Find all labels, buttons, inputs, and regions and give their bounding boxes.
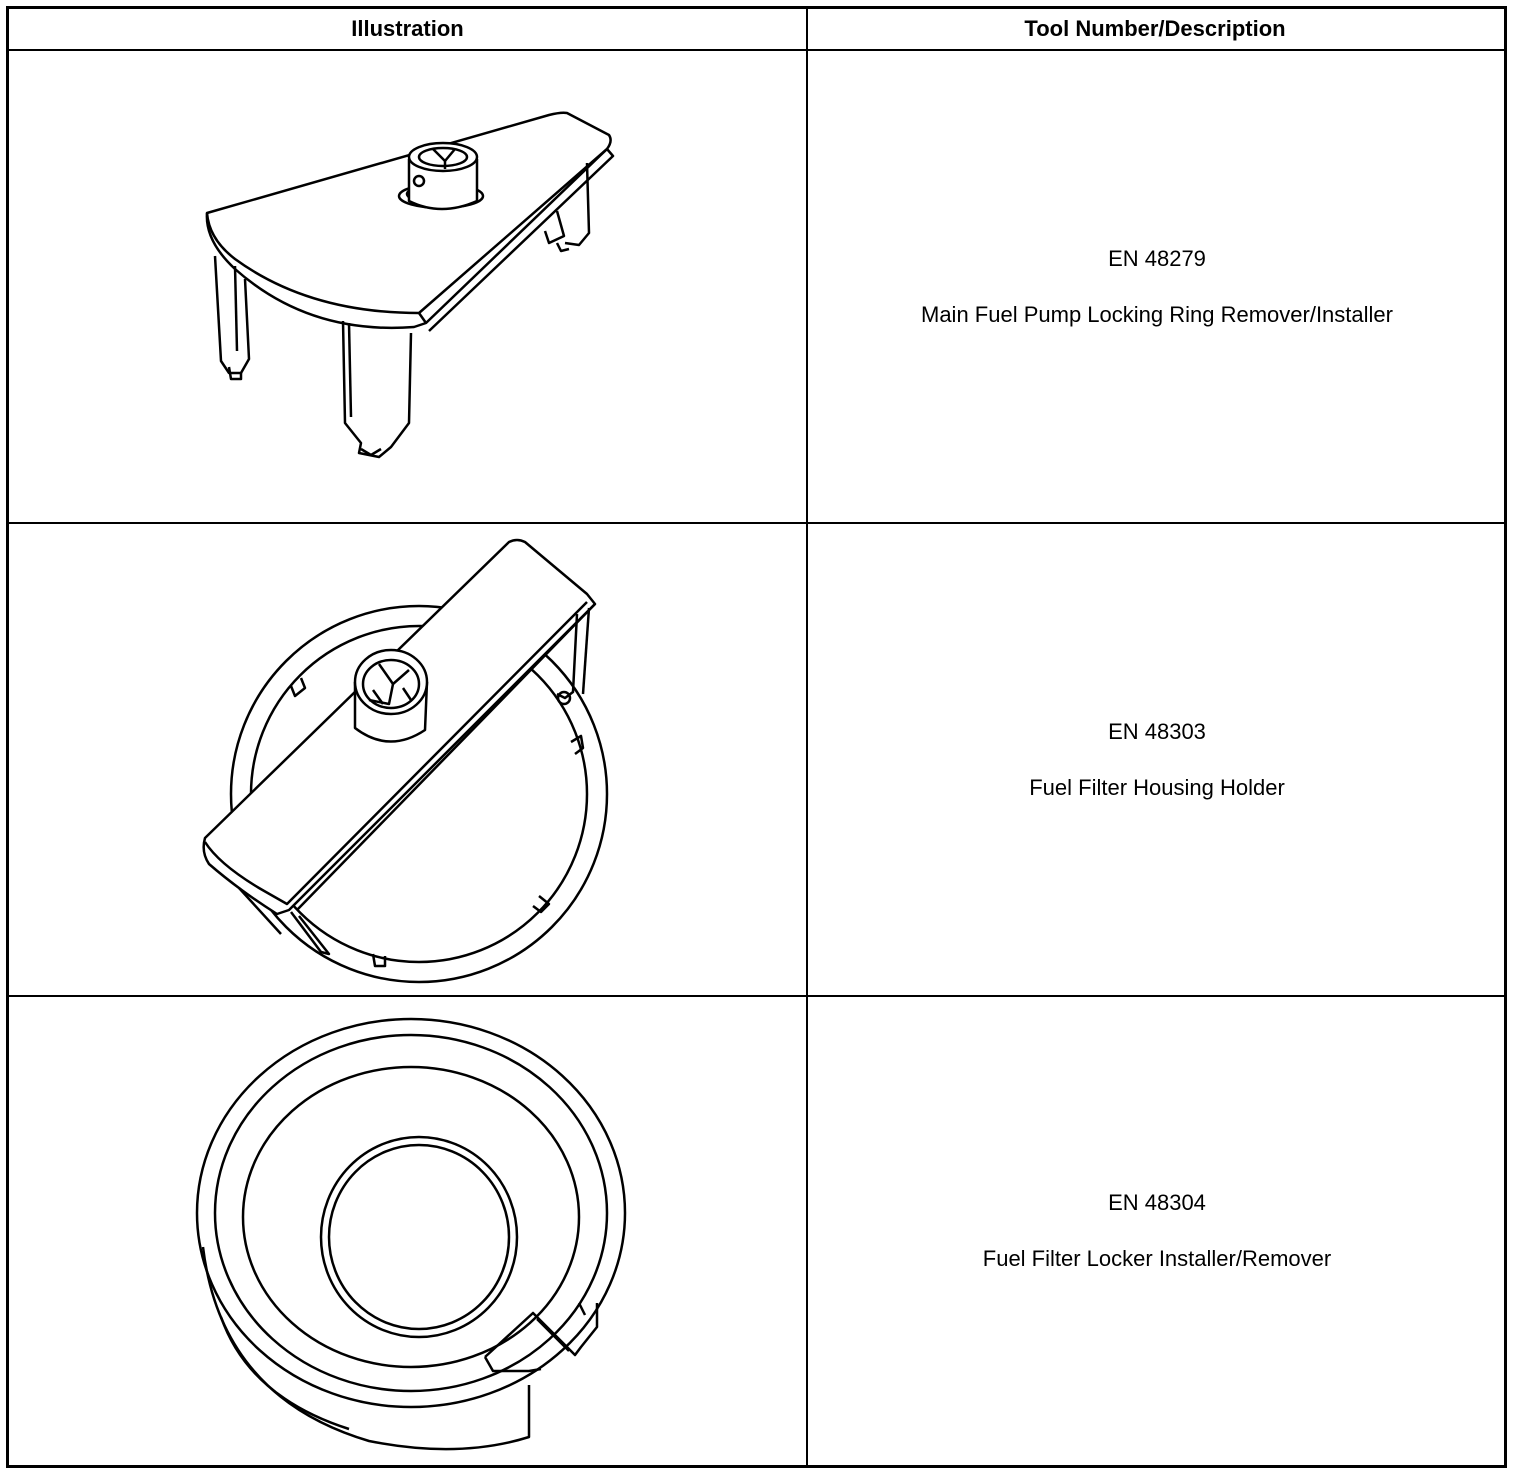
column-divider [806,9,808,1465]
table-row: EN 48279 Main Fuel Pump Locking Ring Rem… [9,51,1504,524]
tool-number: EN 48303 [1108,718,1206,744]
tool-description-cell: EN 48279 Main Fuel Pump Locking Ring Rem… [808,51,1506,522]
tool-description: Main Fuel Pump Locking Ring Remover/Inst… [921,301,1393,327]
illustration-cell [9,997,806,1465]
tool-description: Fuel Filter Housing Holder [1029,774,1285,800]
tool-description-cell: EN 48304 Fuel Filter Locker Installer/Re… [808,997,1506,1465]
filter-locker-installer-illustration [195,1017,627,1451]
header-tool-number-description: Tool Number/Description [1024,16,1286,41]
locking-ring-remover-illustration [205,111,615,459]
illustration-cell [9,524,806,995]
tool-number: EN 48279 [1108,245,1206,271]
filter-housing-holder-illustration [202,538,609,984]
table-row: EN 48304 Fuel Filter Locker Installer/Re… [9,997,1504,1465]
illustration-cell [9,51,806,522]
tool-table: Illustration Tool Number/Description [6,6,1507,1468]
header-illustration: Illustration [351,16,464,41]
tool-description-cell: EN 48303 Fuel Filter Housing Holder [808,524,1506,995]
table-row: EN 48303 Fuel Filter Housing Holder [9,524,1504,997]
table-header-row: Illustration Tool Number/Description [9,9,1504,51]
tool-description: Fuel Filter Locker Installer/Remover [982,1246,1332,1271]
tool-number: EN 48304 [1108,1190,1206,1215]
